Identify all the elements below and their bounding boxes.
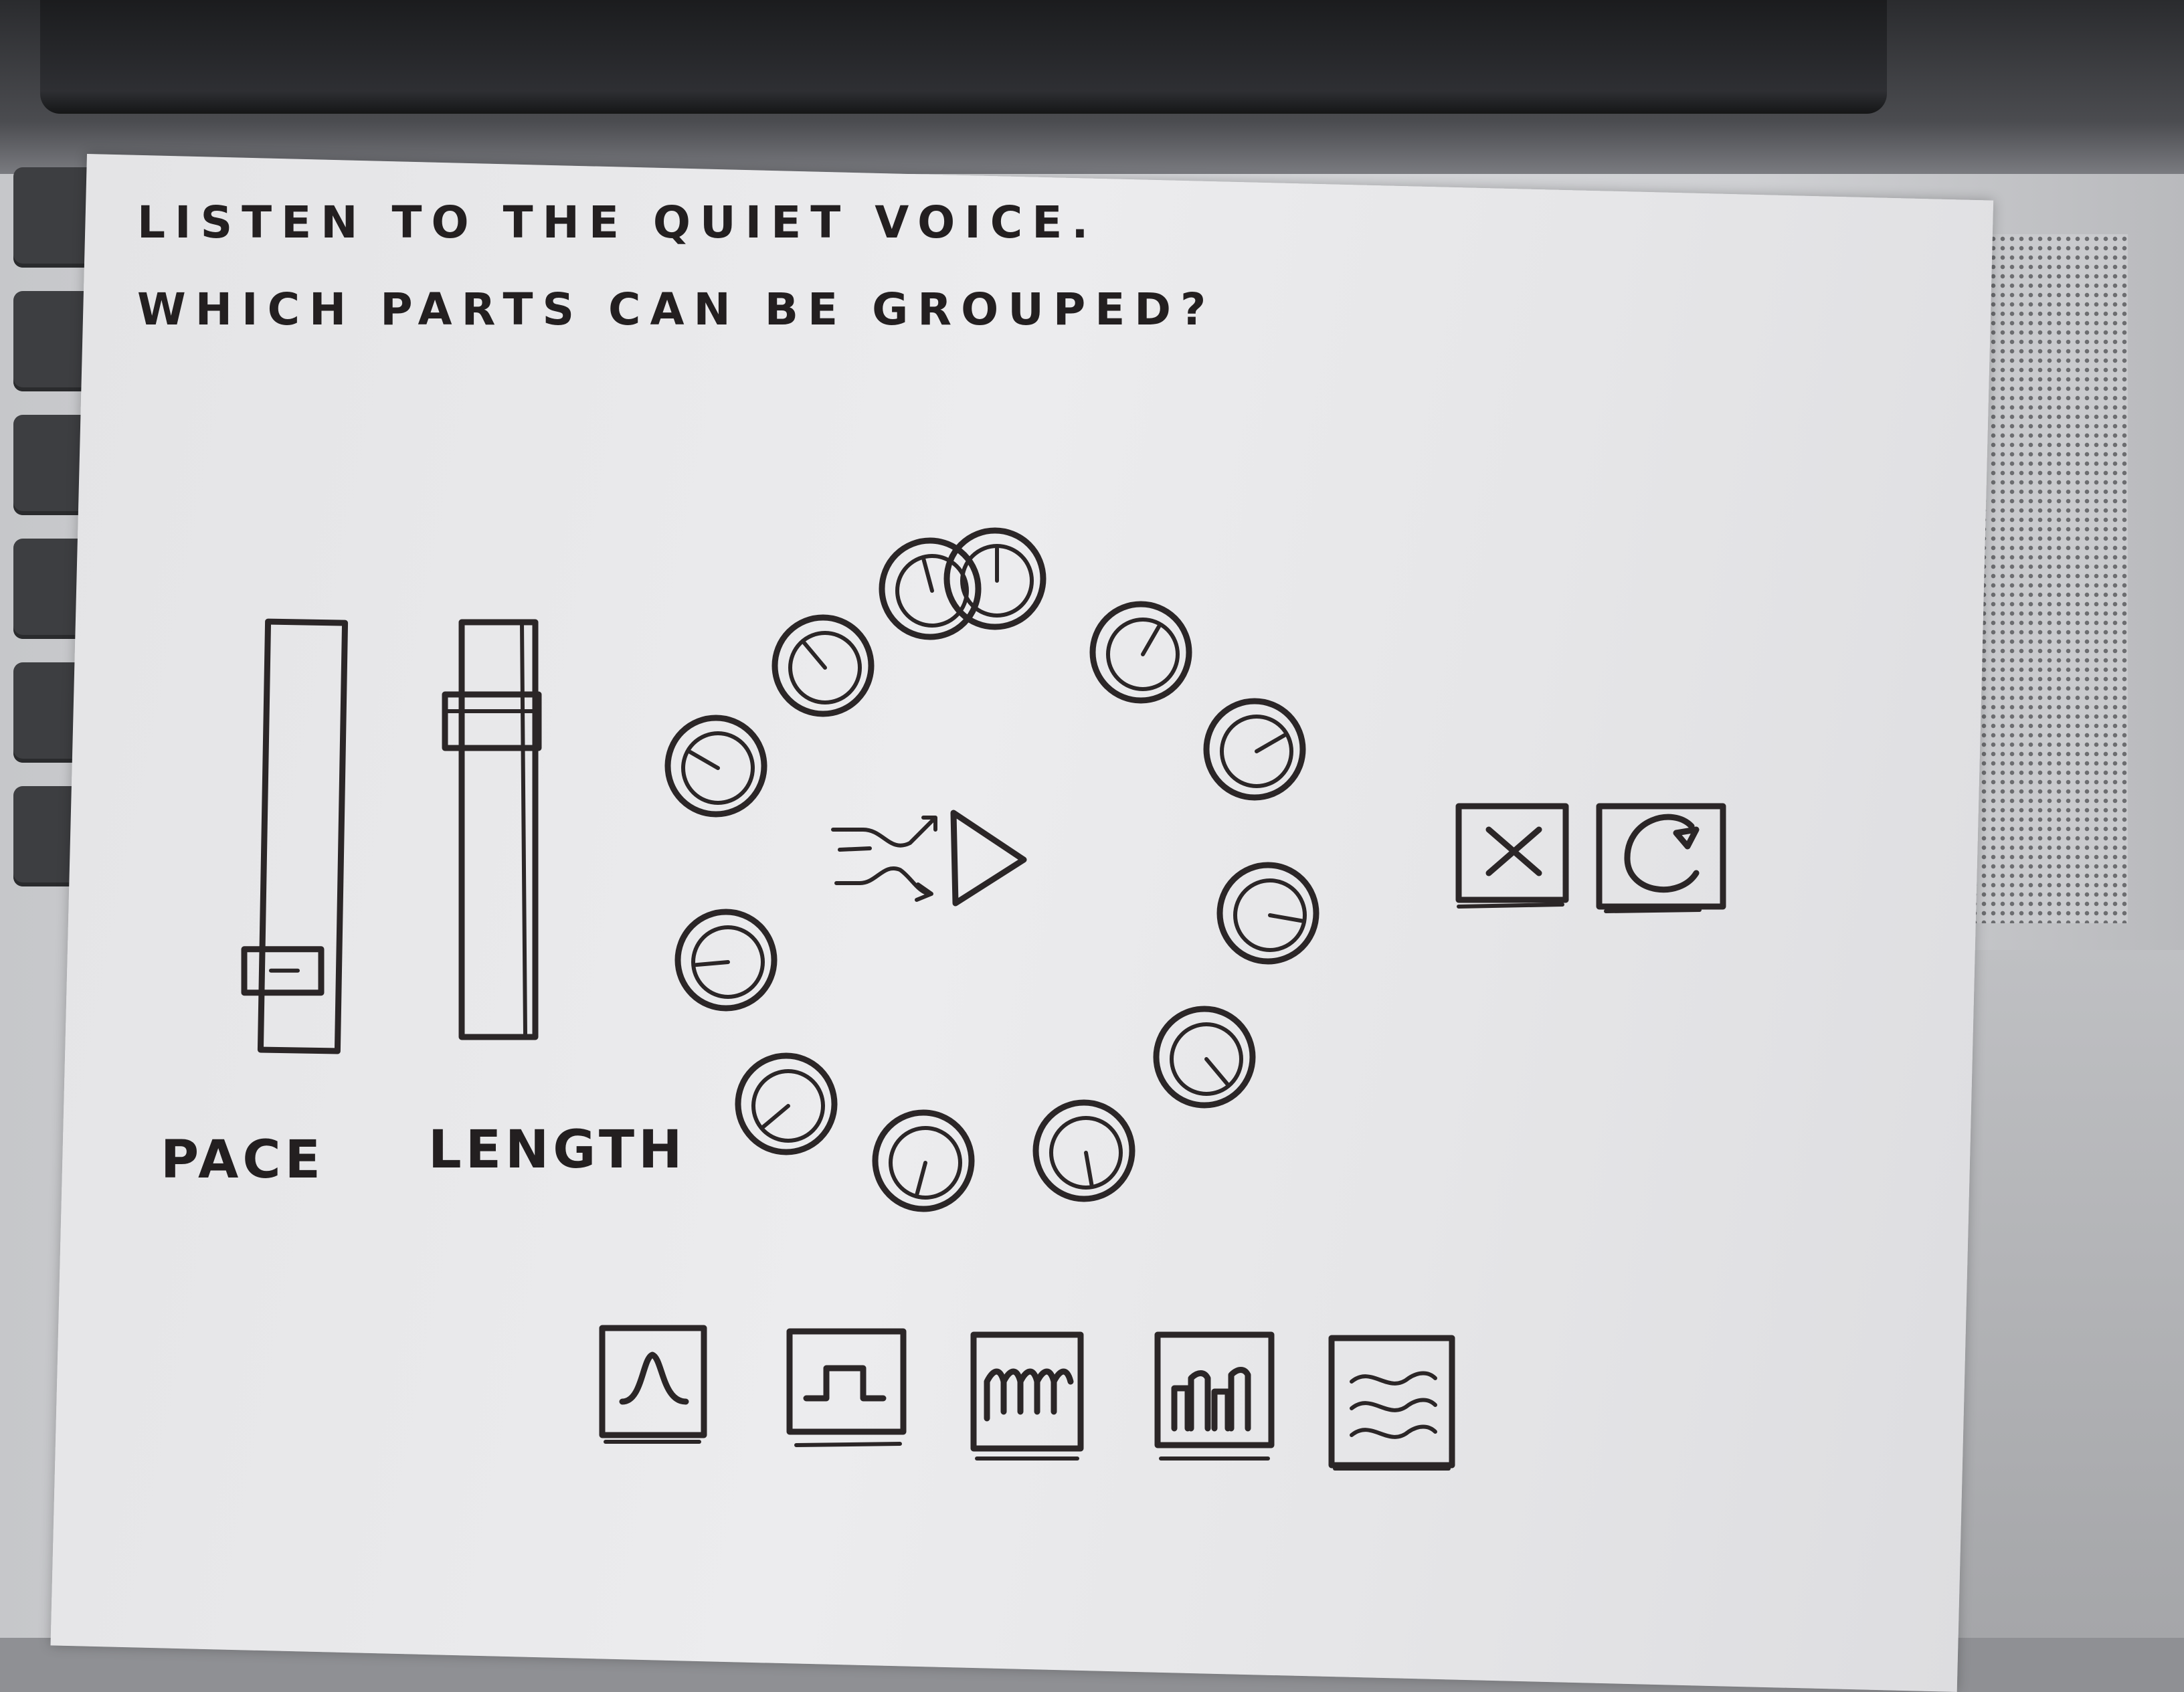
length-slider-track: [458, 619, 539, 1040]
knob[interactable]: [674, 909, 778, 1012]
length-slider[interactable]: [442, 619, 542, 1040]
knob[interactable]: [735, 1052, 838, 1155]
pace-slider-thumb[interactable]: [241, 946, 325, 996]
waveform-button-bell[interactable]: [599, 1325, 707, 1444]
length-label: LENGTH: [428, 1120, 686, 1180]
close-icon: [1485, 826, 1542, 876]
sketch-canvas: LISTEN TO THE QUIET VOICE. WHICH PARTS C…: [137, 197, 1726, 1471]
length-slider-thumb[interactable]: [442, 691, 542, 751]
waves-icon: [1350, 1371, 1437, 1439]
knob[interactable]: [1203, 698, 1306, 801]
waveform-button-comb[interactable]: [970, 1331, 1084, 1461]
prompt-line-2: WHICH PARTS CAN BE GROUPED?: [137, 284, 1215, 335]
pace-slider-track: [257, 618, 349, 1054]
knob[interactable]: [664, 715, 767, 818]
close-button[interactable]: [1455, 803, 1569, 909]
pace-label: PACE: [161, 1130, 325, 1190]
reload-icon: [1624, 814, 1700, 893]
prompt-line-1: LISTEN TO THE QUIET VOICE.: [137, 197, 1097, 248]
knob[interactable]: [943, 527, 1046, 630]
reload-button[interactable]: [1596, 803, 1726, 913]
laptop-hinge: [40, 0, 1887, 114]
pace-slider[interactable]: [241, 618, 349, 1054]
trackpad: [1940, 950, 2184, 1638]
knob[interactable]: [771, 614, 875, 717]
knob[interactable]: [872, 1109, 975, 1212]
knob[interactable]: [1216, 862, 1320, 965]
bars-icon: [1171, 1367, 1251, 1432]
square-pulse-icon: [803, 1365, 887, 1402]
knob[interactable]: [879, 537, 982, 640]
comb-wave-icon: [984, 1368, 1074, 1422]
knob[interactable]: [1089, 601, 1192, 704]
waveform-button-square[interactable]: [786, 1328, 907, 1447]
knob-ring: [664, 527, 1320, 1212]
knob[interactable]: [1032, 1099, 1135, 1202]
waveform-button-bars[interactable]: [1154, 1331, 1275, 1461]
bell-curve-icon: [619, 1351, 689, 1405]
play-icon[interactable]: [950, 810, 1027, 907]
shuffle-icon[interactable]: [831, 816, 937, 902]
knob[interactable]: [1153, 1006, 1256, 1109]
waveform-button-waves[interactable]: [1328, 1335, 1455, 1471]
